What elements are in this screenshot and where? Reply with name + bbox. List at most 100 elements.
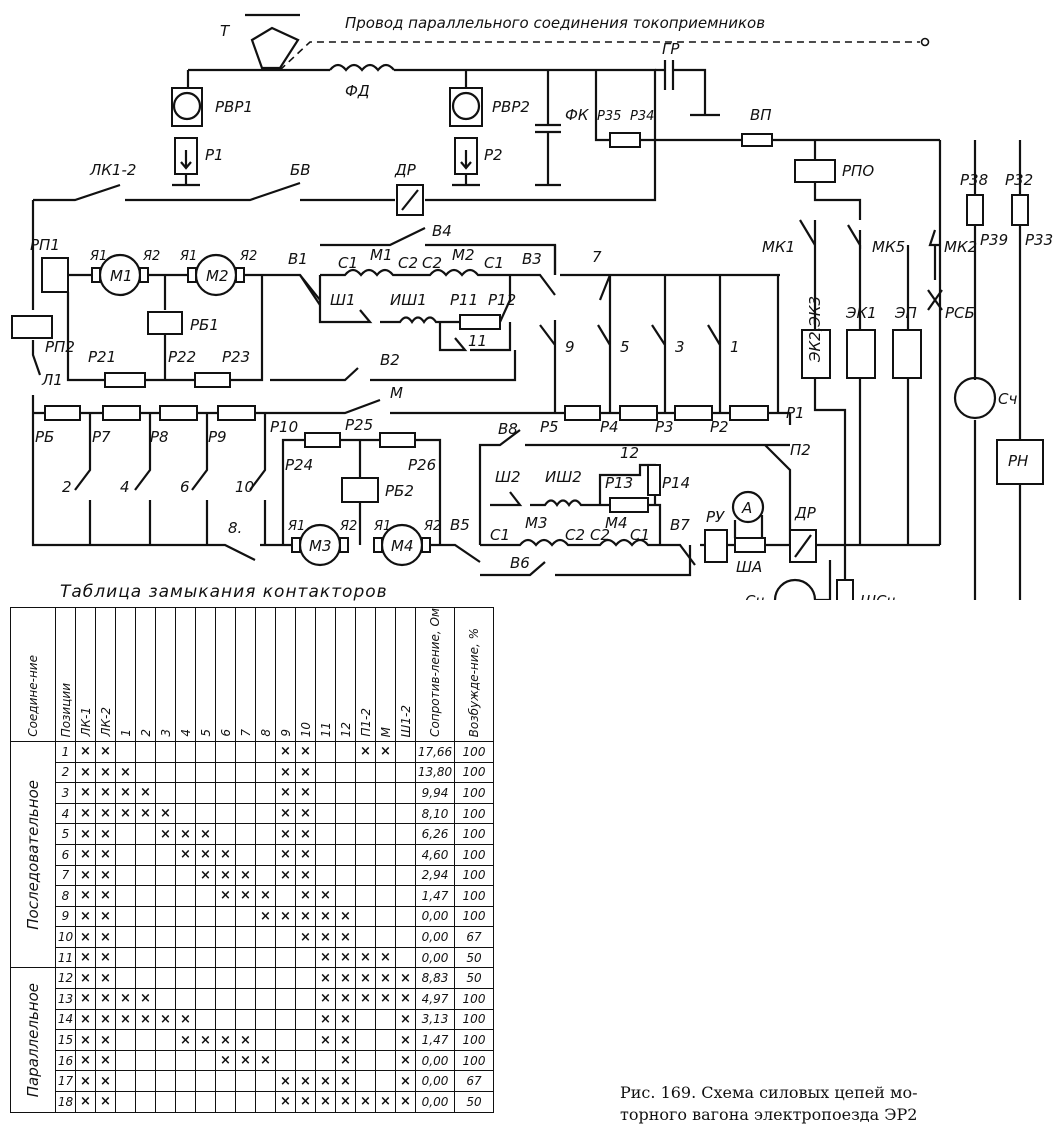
circuit-element: [794, 159, 836, 183]
excitation-cell: 50: [454, 1091, 494, 1113]
contactor-cell: [295, 967, 316, 990]
contactor-cell: ×: [375, 946, 396, 969]
circuit-element: [734, 537, 766, 553]
circuit-element: [892, 329, 922, 379]
contactor-cell: ×: [275, 1091, 296, 1113]
contactor-cell: [255, 761, 276, 784]
label-ru: РУ: [706, 508, 725, 526]
label-m2: М2: [206, 267, 229, 285]
label-m4s: М4: [605, 514, 628, 532]
contactor-cell: [335, 740, 356, 763]
circuit-element: [647, 464, 661, 496]
circuit-element: [451, 91, 481, 121]
circuit-element: [438, 322, 512, 352]
contactor-cell: [275, 1008, 296, 1031]
contactor-cell: [195, 761, 216, 784]
contactor-cell: ×: [75, 905, 96, 928]
position-cell: 11: [55, 946, 76, 969]
circuit-element: [733, 515, 764, 538]
position-cell: 1: [55, 740, 76, 763]
contactor-cell: ×: [295, 1091, 316, 1113]
position-cell: 8: [55, 885, 76, 907]
contactor-cell: ×: [295, 761, 316, 784]
contactor-cell: ×: [75, 967, 96, 990]
contactor-cell: [155, 1029, 176, 1051]
caption-line-1: Рис. 169. Схема силовых цепей мо-: [620, 1083, 918, 1102]
contactor-cell: ×: [75, 864, 96, 887]
contactor-cell: ×: [235, 1029, 256, 1051]
contactor-cell: [135, 864, 156, 887]
contactor-cell: [375, 761, 396, 784]
circuit-element: [134, 413, 152, 545]
contactor-cell: ×: [175, 1029, 196, 1051]
contactor-cell: [275, 926, 296, 948]
position-cell: 15: [55, 1029, 76, 1051]
contactor-cell: [135, 1070, 156, 1093]
position-cell: 7: [55, 864, 76, 887]
contactor-cell: [175, 905, 196, 928]
circuit-element: [651, 275, 667, 413]
label-mk5: МК5: [872, 238, 905, 256]
contactor-cell: [275, 967, 296, 990]
contactor-cell: ×: [95, 905, 116, 928]
column-header: 10: [295, 607, 316, 742]
circuit-element: [490, 491, 662, 545]
contactor-cell: [195, 885, 216, 907]
contactor-cell: [215, 926, 236, 948]
label-fk: ФК: [565, 106, 590, 124]
contactor-cell: ×: [395, 988, 416, 1010]
circuit-element: [44, 405, 81, 421]
contactor-cell: [195, 967, 216, 990]
contactor-cell: [395, 802, 416, 825]
contactor-cell: [235, 843, 256, 866]
excitation-cell: 100: [454, 1049, 494, 1072]
circuit-element: [194, 372, 231, 388]
label-r33: Р33: [1025, 231, 1053, 249]
excitation-cell: 50: [454, 946, 494, 969]
contactor-cell: [115, 926, 136, 948]
contactor-cell: ×: [335, 1091, 356, 1113]
label-ek2ek3: ЭК2,ЭК3: [806, 296, 824, 363]
position-cell: 17: [55, 1070, 76, 1093]
contactor-cell: ×: [215, 1029, 236, 1051]
contactor-cell: ×: [95, 1029, 116, 1051]
contactor-cell: [155, 1091, 176, 1113]
circuit-element: [249, 413, 267, 545]
circuit-element: [973, 140, 977, 600]
contactor-cell: ×: [155, 802, 176, 825]
contactor-cell: [115, 885, 136, 907]
contactor-cell: [275, 1029, 296, 1051]
contactor-cell: [375, 802, 396, 825]
contactor-cell: [355, 1049, 376, 1072]
contactor-cell: [355, 802, 376, 825]
contactor-cell: [135, 1091, 156, 1113]
circuit-element: [373, 537, 383, 553]
circuit-element: [539, 320, 557, 413]
contactor-cell: [335, 864, 356, 887]
label-n6: 6: [180, 478, 190, 496]
label-v4: В4: [432, 222, 452, 240]
contactor-cell: [215, 1008, 236, 1031]
contactor-cell: ×: [275, 761, 296, 784]
label-r13: Р13: [605, 474, 633, 492]
contactor-cell: ×: [295, 740, 316, 763]
contactor-cell: ×: [335, 1029, 356, 1051]
contactor-cell: ×: [75, 1008, 96, 1031]
contactor-cell: [355, 782, 376, 804]
column-header: 4: [175, 607, 196, 742]
contactor-cell: [215, 823, 236, 845]
contactor-cell: [375, 1070, 396, 1093]
contactor-cell: [155, 988, 176, 1010]
position-cell: 18: [55, 1091, 76, 1113]
excitation-cell: 67: [454, 926, 494, 948]
contactor-cell: [215, 988, 236, 1010]
circuit-element: [104, 372, 146, 388]
circuit-element: [459, 314, 501, 330]
contactor-cell: [375, 905, 396, 928]
circuit-element: [794, 534, 940, 558]
label-sha: ША: [736, 558, 762, 576]
contactor-cell: [135, 926, 156, 948]
contactor-cell: [395, 905, 416, 928]
circuit-element: [270, 350, 517, 382]
